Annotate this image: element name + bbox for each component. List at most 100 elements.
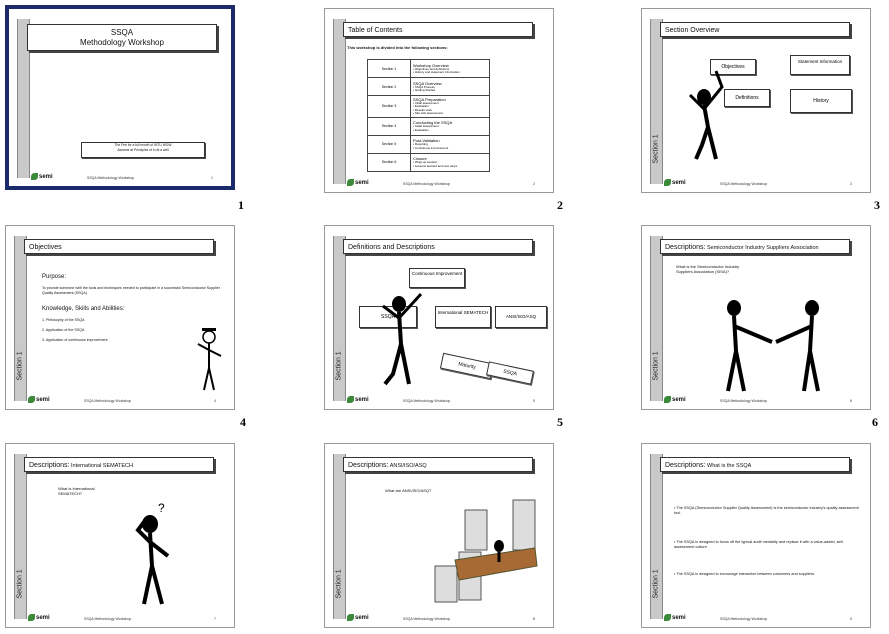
footer-caption: SSQA Methodology Workshop [403, 182, 451, 186]
slide-thumbnail-3[interactable]: Section 1 Section Overview Objectives St… [641, 8, 871, 193]
slide-title: Descriptions: International SEMATECH [24, 457, 214, 472]
toc-section-detail: Post-Validation• Reporting • Continuous … [410, 134, 490, 154]
slide-thumbnail-6[interactable]: Section 1 Descriptions: Semiconductor In… [641, 225, 871, 410]
slide-sidebar: Section 1 [333, 236, 346, 401]
toc-section-detail: Conducting the SSQA• Initial assessment … [410, 116, 490, 136]
leaf-icon [28, 395, 35, 403]
toc-section-detail: Closure• Wrap-up session • Lessons learn… [410, 152, 490, 172]
footer-caption: SSQA Methodology Workshop [84, 399, 132, 403]
toc-section-detail: SSQA Preparation• Initial assessment • E… [410, 95, 490, 118]
leaf-icon [664, 178, 671, 186]
slide-thumbnail-5[interactable]: Section 1 Definitions and Descriptions C… [324, 225, 554, 410]
semi-logo: semi [664, 395, 686, 403]
toc-section-name: Section 4 [367, 116, 411, 136]
footer-page: 3 [850, 182, 852, 186]
toc-section-name: Section 3 [367, 95, 411, 118]
toc-section-head: SSQA Preparation [413, 97, 446, 102]
footer-page: 7 [214, 617, 216, 621]
slide-thumbnail-2[interactable]: Table of Contents This workshop is divid… [324, 8, 554, 193]
slide-sidebar: Section 1 [14, 454, 27, 619]
slide-title: Table of Contents [343, 22, 533, 37]
stick-figure-holding-sign [382, 292, 423, 386]
bullet-item: • The SSQA is designed to encourage inte… [674, 572, 815, 576]
footer-page: 4 [214, 399, 216, 403]
paperwork-desk-illustration [434, 499, 538, 603]
leaf-icon [28, 613, 35, 621]
footer-caption: SSQA Methodology Workshop [720, 399, 768, 403]
slide-sidebar: Section 1 [650, 454, 663, 619]
slide-thumbnail-9[interactable]: Section 1 Descriptions: What is the SSQA… [641, 443, 871, 628]
toc-section-items: • Wrap-up session • Lessons learned and … [413, 160, 458, 168]
slide-number-6: 6 [872, 415, 878, 429]
ksa-item: 2. Application of the SSQA [42, 328, 85, 332]
slide-number-5: 5 [557, 415, 563, 429]
svg-text:?: ? [158, 501, 165, 515]
slide-title: Section Overview [660, 22, 850, 37]
leaf-icon [31, 172, 38, 180]
slide-thumbnail-8[interactable]: Section 1 Descriptions: ANSI/ISO/ASQ Wha… [324, 443, 554, 628]
slide-subtitle-box: The Fee for a full month of INTU WOW Ase… [81, 142, 205, 158]
toc-section-detail: SSQA Overview• SSQA Process • Getting St… [410, 77, 490, 96]
footer-page: 8 [533, 617, 535, 621]
footer-caption: SSQA Methodology Workshop [403, 399, 451, 403]
semi-logo: semi [664, 178, 686, 186]
slide-thumbnail-4[interactable]: Section 1 Objectives Purpose: To provide… [5, 225, 235, 410]
semi-logo: semi [28, 395, 50, 403]
callout-history: History [790, 89, 852, 113]
footer-caption: SSQA Methodology Workshop [87, 176, 135, 180]
leaf-icon [347, 178, 354, 186]
toc-section-head: Closure [413, 156, 427, 162]
callout-definitions: Definitions [724, 89, 770, 107]
slide-sidebar: Section 1 [14, 236, 27, 401]
bullet-item: • The SSQA is designed to focus off the … [674, 540, 844, 549]
ksa-item: 1. Philosophy of the SSQA [42, 318, 85, 322]
footer-page: 5 [533, 399, 535, 403]
slide-title: Definitions and Descriptions [343, 239, 533, 254]
toc-section-head: SSQA Overview [413, 80, 442, 86]
toc-section-head: Post-Validation [413, 138, 440, 144]
semi-logo: semi [28, 613, 50, 621]
toc-section-head: Workshop Overview [413, 62, 449, 68]
toc-section-detail: Workshop Overview• Objectives and defini… [410, 59, 490, 78]
toc-section-name: Section 2 [367, 77, 411, 96]
leaf-icon [664, 395, 671, 403]
slide-number-3: 3 [874, 198, 880, 212]
stick-figure-thinking: ? [135, 501, 170, 605]
footer-page: 2 [533, 182, 535, 186]
leaf-icon [664, 613, 671, 621]
slide-title: SSQA Methodology Workshop [27, 24, 217, 51]
slide-sidebar [17, 19, 30, 178]
stick-figure-graduate [197, 328, 222, 391]
slide-number-1: 1 [238, 198, 244, 212]
callout-objectives: Objectives [710, 59, 756, 75]
toc-section-items: • Objectives and definitions • History a… [413, 66, 460, 74]
footer-caption: SSQA Methodology Workshop [84, 617, 132, 621]
slide-sidebar: Section 1 [333, 454, 346, 619]
callout-sematech: International SEMATECH [435, 306, 491, 328]
leaf-icon [347, 395, 354, 403]
slide-title: Descriptions: ANSI/ISO/ASQ [343, 457, 533, 472]
callout-statement: Statement Information [790, 55, 850, 75]
slide-thumbnail-7[interactable]: Section 1 Descriptions: International SE… [5, 443, 235, 628]
ksa-label: Knowledge, Skills and Abilities: [42, 306, 125, 312]
slide-sidebar: Section 1 [650, 19, 663, 184]
slide-sidebar [333, 19, 346, 184]
footer-caption: SSQA Methodology Workshop [403, 617, 451, 621]
callout-ssqa: SSQA [359, 306, 417, 328]
purpose-label: Purpose: [42, 274, 67, 280]
toc-intro: This workshop is divided into the follow… [347, 45, 448, 50]
toc-section-name: Section 1 [367, 59, 411, 78]
semi-logo: semi [347, 178, 369, 186]
toc-section-items: • Initial assessment • Evaluation [413, 124, 439, 132]
semi-logo: semi [347, 613, 369, 621]
ksa-item: 3. Application of continuous improvement [42, 338, 108, 342]
footer-page: 6 [850, 399, 852, 403]
callout-continuous-improvement: Continuous Improvement [409, 268, 465, 288]
slide-thumbnail-1[interactable]: SSQA Methodology Workshop The Fee for a … [5, 5, 235, 190]
callout-ansi: ANSI/ISO/ASQ [495, 306, 547, 328]
question-text: What are ANSI/ISO/ASQ? [385, 488, 432, 493]
slide-title: Objectives [24, 239, 214, 254]
